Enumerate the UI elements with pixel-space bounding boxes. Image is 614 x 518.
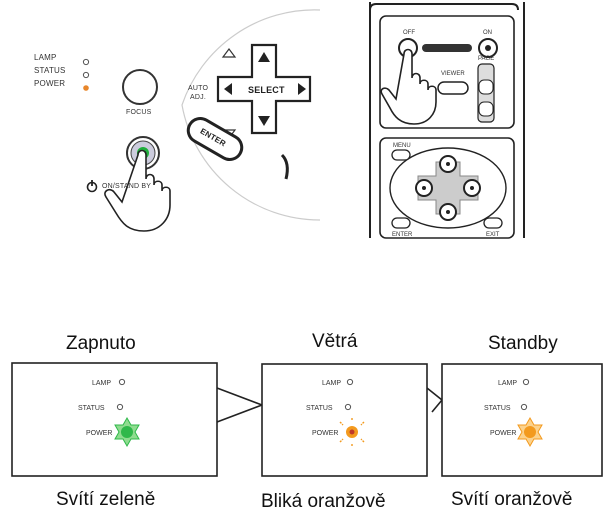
state-title-standby: Standby (488, 333, 558, 354)
state-panel-on (11, 362, 218, 477)
on-lamp-label: LAMP (92, 380, 111, 387)
remote-control: OFF ON VIEWER PAGE MENU ENTER EXIT (364, 2, 530, 242)
focus-knob (122, 69, 158, 105)
remote-menu-label: MENU (393, 143, 411, 149)
auto-adj-label-1: AUTO (188, 85, 209, 92)
state-caption-on: Svítí zeleně (56, 489, 156, 510)
lamp-led (82, 58, 90, 66)
state-caption-cooling: Bliká oranžově (261, 491, 386, 512)
hand-pressing-remote-icon (380, 48, 437, 125)
cooling-lamp-label: LAMP (322, 380, 341, 387)
remote-exit-label: EXIT (486, 232, 500, 238)
orange-blinking-led-icon (339, 418, 365, 446)
lamp-indicator-label: LAMP (34, 53, 57, 62)
cooling-status-label: STATUS (306, 405, 333, 412)
standby-lamp-label: LAMP (498, 380, 517, 387)
select-label: SELECT (248, 85, 285, 95)
auto-adj-label-2: ADJ. (190, 94, 206, 101)
standby-status-label: STATUS (484, 405, 511, 412)
remote-menu-button (391, 149, 411, 161)
focus-label: FOCUS (126, 109, 152, 116)
on-status-label: STATUS (78, 405, 105, 412)
on-power-label: POWER (86, 430, 112, 437)
status-led (82, 71, 90, 79)
state-title-on: Zapnuto (66, 333, 136, 354)
enter-button (186, 117, 244, 161)
remote-power-bar (422, 44, 472, 52)
green-power-led-icon (114, 416, 140, 448)
power-led (83, 85, 89, 91)
state-panel-standby (441, 363, 603, 477)
state-panel-cooling (261, 363, 428, 477)
remote-enter-label: ENTER (392, 232, 413, 238)
standby-power-label: POWER (490, 430, 516, 437)
select-dpad (216, 43, 312, 135)
cooling-power-label: POWER (312, 430, 338, 437)
orange-power-led-icon (517, 416, 543, 448)
remote-graphic: OFF ON VIEWER PAGE MENU ENTER EXIT (369, 2, 525, 239)
projector-control-panel: LAMP STATUS POWER FOCUS AUTO ADJ. SELECT… (20, 5, 321, 235)
hand-pressing-icon (104, 149, 171, 232)
state-title-cooling: Větrá (312, 331, 358, 352)
remote-on-label: ON (483, 30, 492, 36)
remote-enter-button (391, 217, 411, 229)
on-standby-label: ON/STAND BY (102, 183, 152, 190)
remote-exit-button (483, 217, 503, 229)
state-panels: LAMP STATUS POWER LAMP STATUS POWER LAMP… (0, 360, 614, 480)
power-indicator-label: POWER (34, 79, 66, 88)
state-panels-graphic: LAMP STATUS POWER LAMP STATUS POWER LAMP… (11, 362, 603, 477)
remote-off-label: OFF (403, 30, 415, 36)
remote-page-label: PAGE (478, 56, 494, 62)
state-caption-standby: Svítí oranžově (451, 489, 573, 510)
projector-panel-graphic (82, 9, 321, 232)
remote-viewer-label: VIEWER (441, 71, 465, 77)
status-indicator-label: STATUS (34, 66, 66, 75)
